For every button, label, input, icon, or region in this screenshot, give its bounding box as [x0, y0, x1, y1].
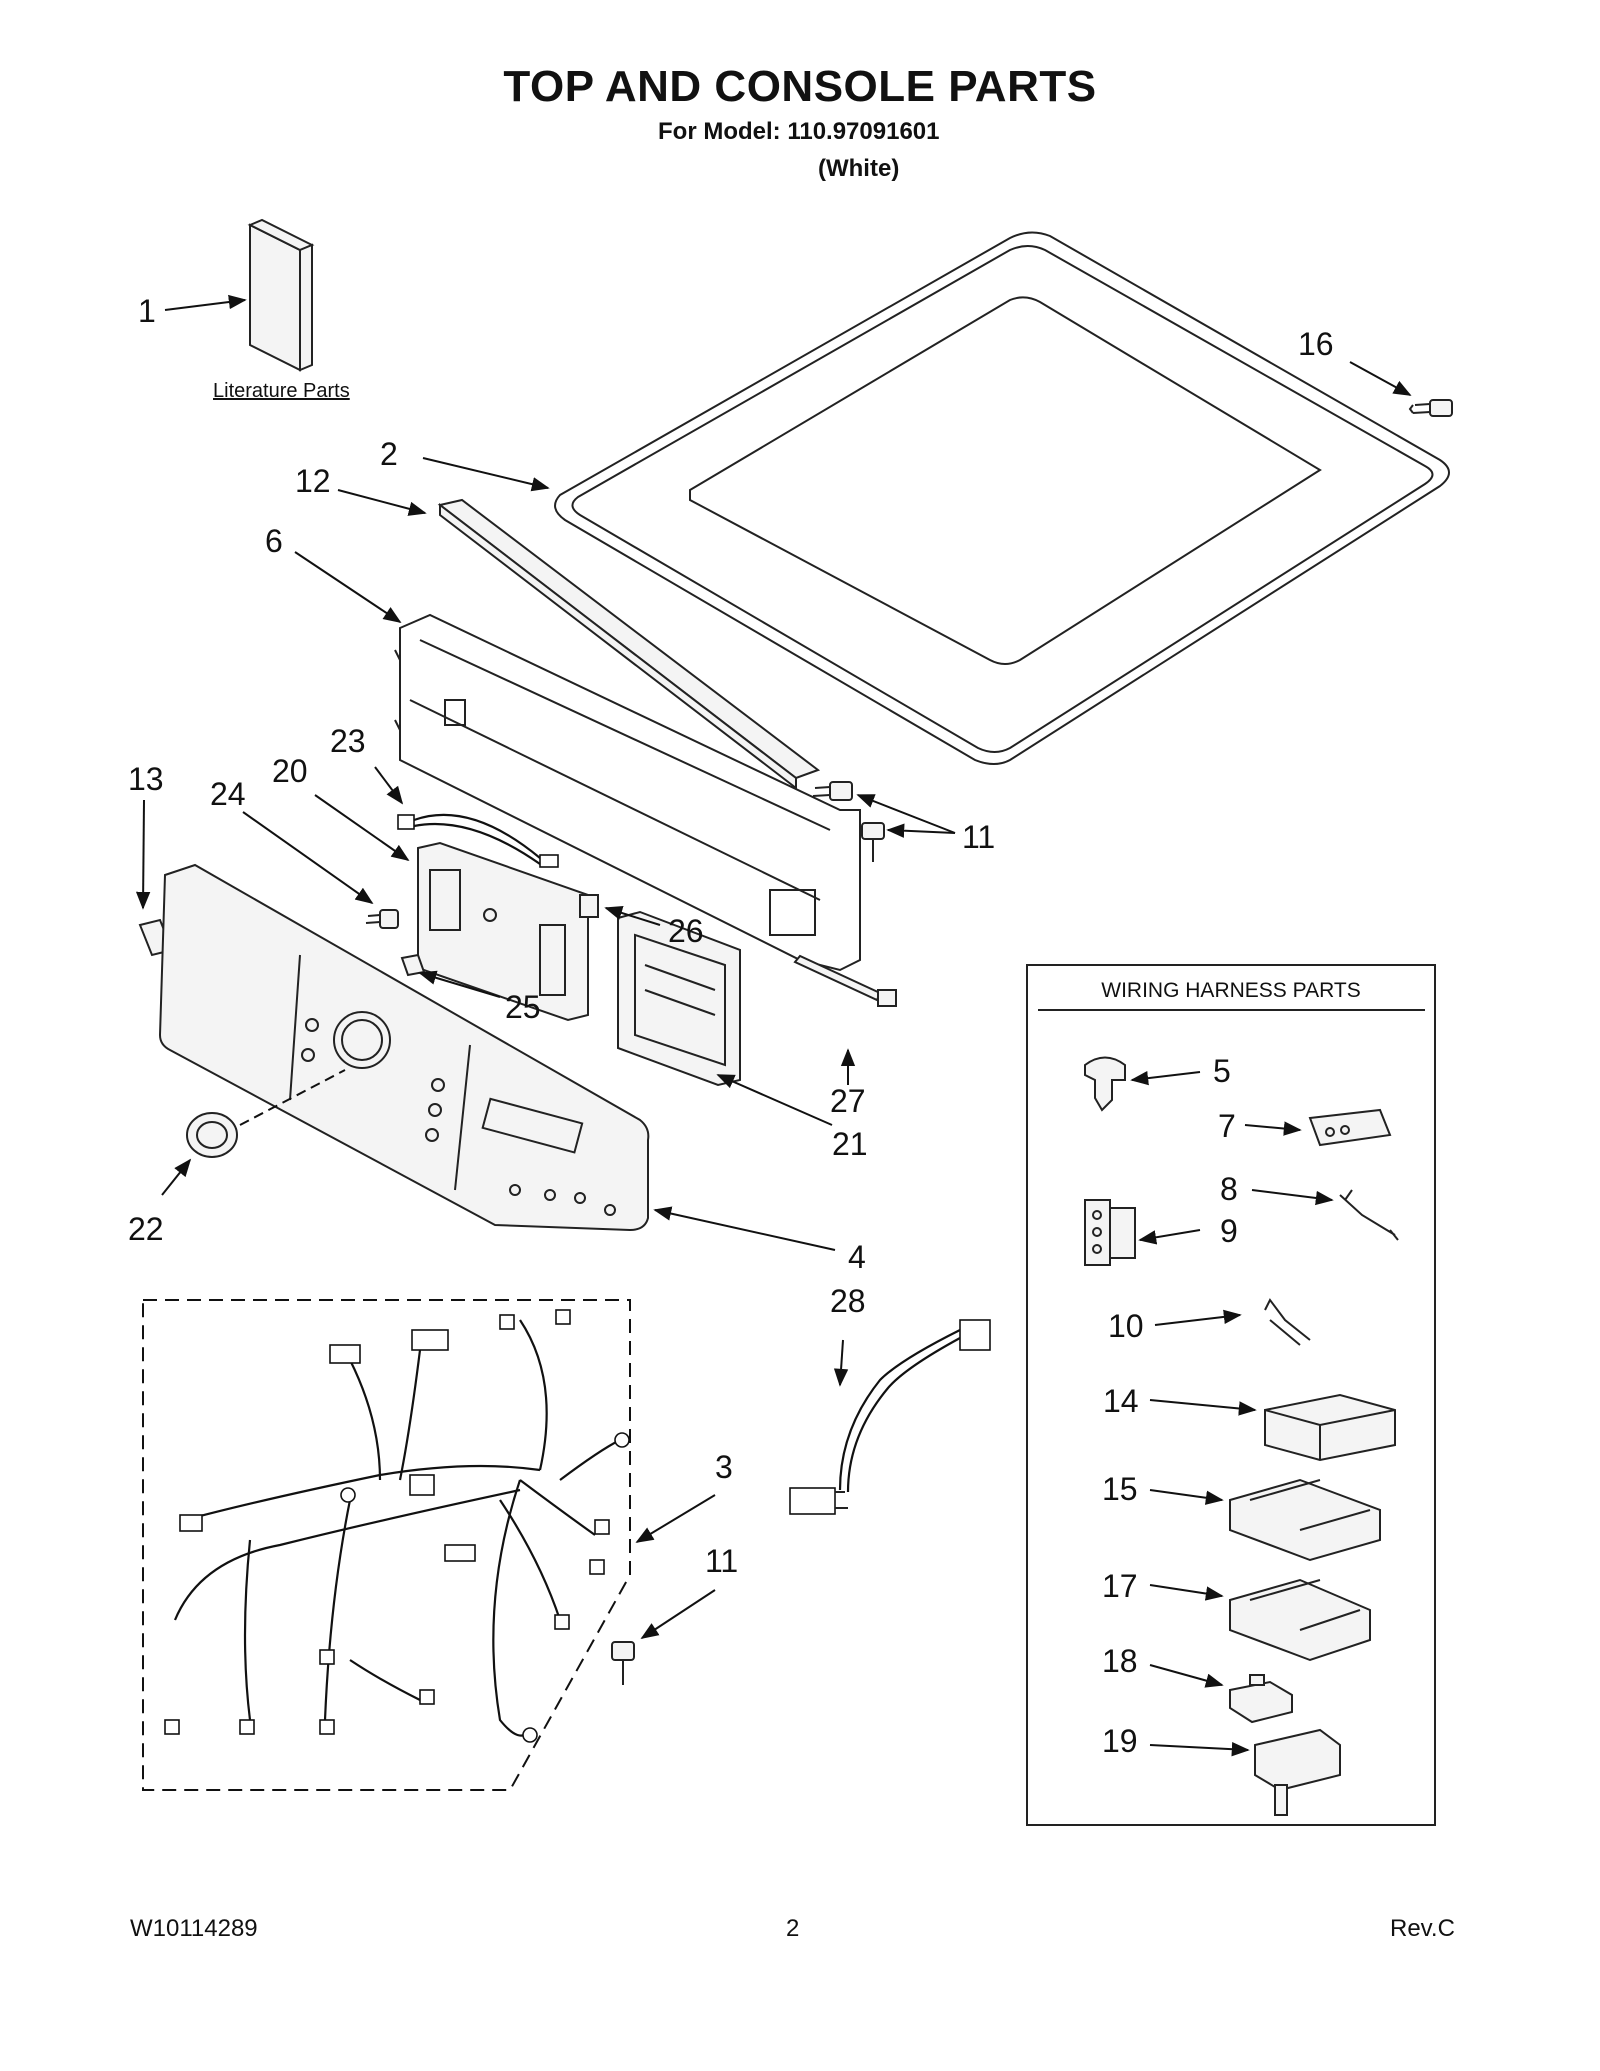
screw-16 [1408, 399, 1453, 417]
callout-3: 3 [715, 1449, 733, 1485]
revision: Rev.C [1390, 1915, 1455, 1942]
callout-9: 9 [1220, 1213, 1238, 1249]
harness-23 [397, 813, 559, 868]
callout-15: 15 [1102, 1471, 1138, 1507]
screw-11-upper [812, 781, 885, 862]
screw-24 [365, 909, 399, 929]
box-part-8 [1339, 1189, 1399, 1241]
box-part-15 [1229, 1478, 1381, 1562]
box-part-19 [1254, 1728, 1341, 1816]
leader-lines [135, 294, 1412, 1757]
literature-booklet [247, 218, 315, 372]
box-part-7 [1308, 1108, 1392, 1147]
callout-4: 4 [848, 1239, 866, 1275]
callout-11-upper: 11 [962, 819, 995, 855]
knob [186, 1069, 346, 1158]
callout-8: 8 [1220, 1171, 1238, 1207]
literature-label: Literature Parts [213, 380, 350, 402]
callout-26: 26 [668, 913, 704, 949]
box-part-14 [1264, 1393, 1396, 1462]
callout-5: 5 [1213, 1053, 1231, 1089]
page-number: 2 [786, 1915, 800, 1942]
callout-10: 10 [1108, 1308, 1144, 1344]
callout-17: 17 [1102, 1568, 1138, 1604]
callout-1: 1 [138, 293, 156, 329]
box-part-9 [1084, 1199, 1136, 1266]
callout-22: 22 [128, 1211, 164, 1247]
console-bracket [394, 613, 861, 972]
box-part-10 [1264, 1298, 1311, 1346]
clip-26 [579, 894, 599, 918]
callout-6: 6 [265, 523, 283, 559]
main-harness [142, 1299, 631, 1791]
page-title: TOP AND CONSOLE PARTS [503, 62, 1097, 111]
callout-14: 14 [1103, 1383, 1139, 1419]
box-part-5 [1084, 1056, 1126, 1112]
callout-13: 13 [128, 761, 164, 797]
callout-12: 12 [295, 463, 331, 499]
control-board [417, 841, 589, 1022]
callout-21: 21 [832, 1126, 868, 1162]
ui-board [617, 910, 741, 1087]
box-part-18 [1229, 1674, 1293, 1724]
callout-24: 24 [210, 776, 246, 812]
callout-25: 25 [505, 989, 541, 1025]
callout-16: 16 [1298, 326, 1334, 362]
screw-11-lower [611, 1641, 635, 1685]
callout-20: 20 [272, 753, 308, 789]
harness-28 [789, 1319, 991, 1515]
callout-23: 23 [330, 723, 366, 759]
model-line: For Model: 110.97091601 [658, 118, 940, 145]
box-part-17 [1229, 1578, 1371, 1662]
callout-2: 2 [380, 436, 398, 472]
console-panel [158, 863, 650, 1232]
callout-27: 27 [830, 1083, 866, 1119]
callout-19: 19 [1102, 1723, 1138, 1759]
top-panel [554, 231, 1450, 765]
callout-7: 7 [1218, 1108, 1236, 1144]
callouts: 1 2 16 12 6 11 23 20 24 13 26 25 27 21 4… [128, 293, 1334, 1759]
wiring-harness-box [1026, 964, 1436, 1826]
wiring-box-title: WIRING HARNESS PARTS [1101, 979, 1360, 1002]
callout-11-lower: 11 [705, 1543, 738, 1579]
color-note: (White) [818, 155, 900, 182]
callout-28: 28 [830, 1283, 866, 1319]
cable-tie [793, 954, 897, 1007]
callout-18: 18 [1102, 1643, 1138, 1679]
doc-number: W10114289 [130, 1915, 258, 1942]
